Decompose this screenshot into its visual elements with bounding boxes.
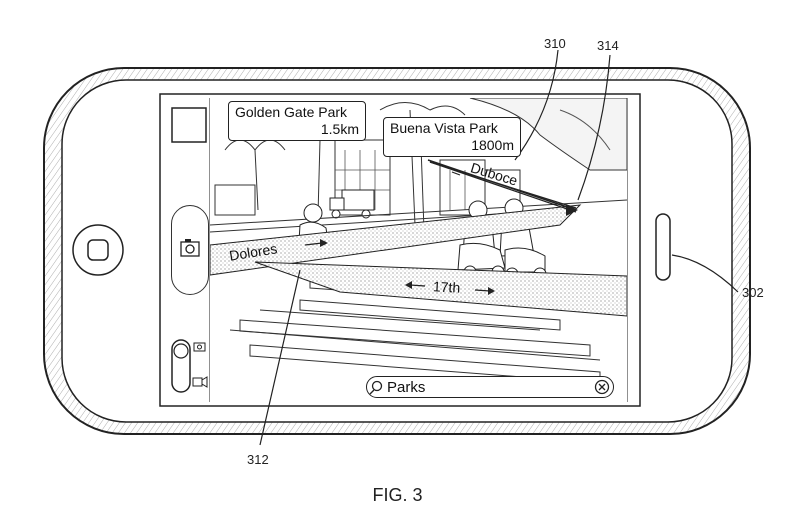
speaker-slot xyxy=(655,213,671,281)
search-bar[interactable]: Parks xyxy=(366,376,614,398)
thumbnail-icon[interactable] xyxy=(171,107,207,143)
figure-caption: FIG. 3 xyxy=(372,485,423,505)
camera-icon xyxy=(193,342,206,352)
ref-numeral-312: 312 xyxy=(247,452,269,467)
ref-numeral-310: 310 xyxy=(544,36,566,51)
search-input[interactable]: Parks xyxy=(387,379,426,396)
video-camera-icon xyxy=(192,376,208,388)
ref-numeral-314: 314 xyxy=(597,38,619,53)
poi-callout-golden-gate-park[interactable]: Golden Gate Park 1.5km xyxy=(228,101,366,141)
poi-distance: 1.5km xyxy=(320,121,359,137)
leader-lines xyxy=(259,49,739,446)
street-label-17th: 17th xyxy=(432,278,461,296)
street-overlay-17th xyxy=(254,261,627,317)
poi-name: Golden Gate Park xyxy=(235,104,348,120)
capture-button[interactable] xyxy=(171,205,209,295)
poi-distance: 1800m xyxy=(471,137,514,153)
home-button-icon[interactable] xyxy=(72,224,124,276)
poi-name: Buena Vista Park xyxy=(390,120,498,136)
street-overlay-dolores xyxy=(209,204,582,276)
ref-numeral-302: 302 xyxy=(742,285,764,300)
poi-callout-buena-vista-park[interactable]: Buena Vista Park 1800m xyxy=(383,117,521,157)
control-strip xyxy=(171,107,208,393)
